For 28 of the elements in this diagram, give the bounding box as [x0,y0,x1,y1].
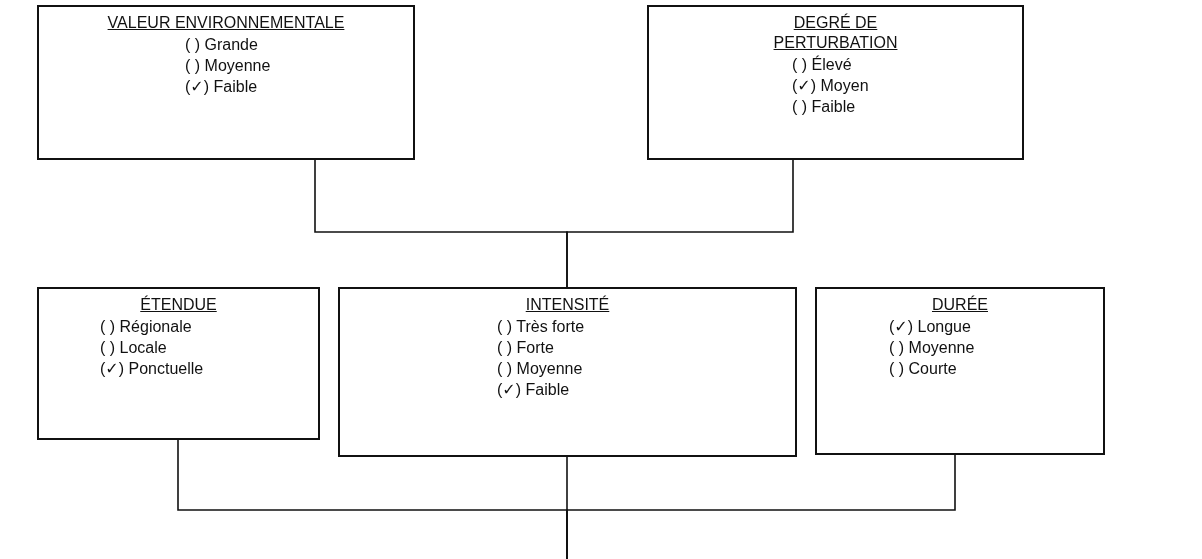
box-heading: INTENSITÉ [524,295,611,315]
checkbox-option: ( ) Locale [100,337,167,358]
checkbox-option: (✓) Moyen [792,75,869,96]
checkbox-option: ( ) Faible [792,96,856,117]
box-heading: DEGRÉ DE PERTURBATION [772,13,899,53]
checkbox-option: ( ) Très forte [497,316,585,337]
checkbox-option: ( ) Forte [497,337,554,358]
checkbox-option: (✓) Ponctuelle [100,358,204,379]
box-heading: VALEUR ENVIRONNEMENTALE [106,13,346,33]
criteria-box [647,5,1024,160]
checkbox-option: (✓) Faible [185,76,258,97]
box-heading: ÉTENDUE [139,295,218,315]
connector-line [566,159,794,288]
checkbox-option: ( ) Moyenne [889,337,975,358]
checkbox-option: (✓) Longue [889,316,971,337]
criteria-box [338,287,797,457]
criteria-box [37,287,320,440]
connector-line [566,454,956,559]
checkbox-option: ( ) Courte [889,358,957,379]
criteria-box [815,287,1105,455]
checkbox-option: ( ) Grande [185,34,258,55]
box-heading: DURÉE [931,295,989,315]
checkbox-option: (✓) Faible [497,379,570,400]
checkbox-option: ( ) Moyenne [497,358,583,379]
checkbox-option: ( ) Régionale [100,316,192,337]
criteria-box [37,5,415,160]
checkbox-option: ( ) Moyenne [185,55,271,76]
checkbox-option: ( ) Élevé [792,54,852,75]
